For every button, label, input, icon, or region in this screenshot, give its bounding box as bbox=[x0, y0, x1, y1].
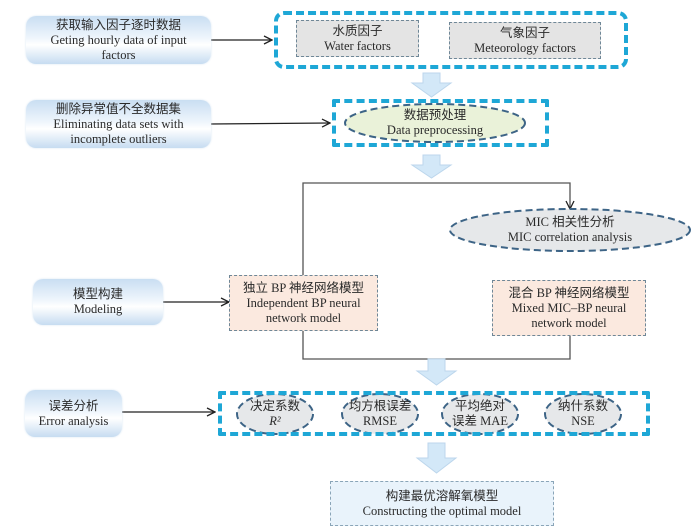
block-arrow-1 bbox=[410, 72, 453, 98]
model-mixed-mic-bp: 混合 BP 神经网络模型 Mixed MIC–BP neural network… bbox=[492, 280, 646, 336]
metric-r2-zh: 决定系数 bbox=[249, 399, 300, 413]
metric-rmse-en: RMSE bbox=[362, 414, 398, 428]
model-mixed-mic-bp-en: Mixed MIC–BP neural network model bbox=[511, 300, 627, 330]
step-get-data: 获取输入因子逐时数据 Geting hourly data of input f… bbox=[26, 16, 211, 64]
metric-nse: 纳什系数 NSE bbox=[548, 398, 618, 430]
step-clean-data-en: Eliminating data sets with incomplete ou… bbox=[53, 116, 184, 146]
factor-water: 水质因子 Water factors bbox=[296, 20, 419, 57]
step-get-data-en: Geting hourly data of input factors bbox=[50, 32, 187, 62]
metric-rmse-zh: 均方根误差 bbox=[348, 399, 412, 413]
metric-rmse: 均方根误差 RMSE bbox=[342, 398, 418, 430]
metric-mae: 平均绝对 误差 MAE bbox=[445, 398, 515, 430]
step-error-analysis-en: Error analysis bbox=[38, 413, 109, 428]
step-error-analysis: 误差分析 Error analysis bbox=[25, 390, 122, 437]
factor-water-zh: 水质因子 bbox=[332, 23, 383, 38]
metric-nse-en: NSE bbox=[571, 414, 595, 428]
model-independent-bp-en: Independent BP neural network model bbox=[246, 295, 361, 325]
metric-r2: 决定系数 R² bbox=[240, 398, 310, 430]
arrow-step2 bbox=[209, 123, 330, 124]
metric-nse-zh: 纳什系数 bbox=[557, 399, 608, 413]
step-modeling: 模型构建 Modeling bbox=[33, 279, 163, 325]
preprocess-container bbox=[332, 99, 549, 147]
mic-label: MIC 相关性分析 MIC correlation analysis bbox=[460, 210, 680, 250]
model-independent-bp-zh: 独立 BP 神经网络模型 bbox=[242, 280, 365, 295]
preprocess-zh: 数据预处理 bbox=[403, 108, 467, 122]
factor-meteorology-en: Meteorology factors bbox=[474, 40, 576, 55]
step-clean-data-zh: 删除异常值不全数据集 bbox=[55, 101, 181, 116]
mic-en: MIC correlation analysis bbox=[507, 230, 633, 244]
mic-ellipse bbox=[449, 208, 691, 252]
step-get-data-zh: 获取输入因子逐时数据 bbox=[55, 17, 181, 32]
block-arrow-2 bbox=[410, 154, 453, 179]
step-clean-data: 删除异常值不全数据集 Eliminating data sets with in… bbox=[26, 100, 211, 148]
input-factors-container bbox=[274, 11, 628, 69]
preprocess-en: Data preprocessing bbox=[386, 123, 484, 137]
final-en: Constructing the optimal model bbox=[362, 503, 522, 518]
metric-mae-en: 误差 MAE bbox=[452, 414, 508, 428]
step-error-analysis-zh: 误差分析 bbox=[48, 398, 99, 413]
block-arrow-3 bbox=[415, 358, 458, 386]
preprocess-ellipse bbox=[344, 103, 526, 143]
metric-r2-en: R² bbox=[269, 414, 281, 428]
model-independent-bp: 独立 BP 神经网络模型 Independent BP neural netwo… bbox=[229, 275, 378, 331]
metrics-container bbox=[218, 391, 650, 436]
final-zh: 构建最优溶解氧模型 bbox=[385, 488, 499, 503]
step-modeling-zh: 模型构建 bbox=[72, 287, 123, 301]
split-line bbox=[302, 182, 570, 275]
model-mixed-mic-bp-zh: 混合 BP 神经网络模型 bbox=[508, 285, 630, 300]
step-modeling-en: Modeling bbox=[73, 302, 123, 316]
factor-water-en: Water factors bbox=[324, 38, 391, 53]
mic-zh: MIC 相关性分析 bbox=[525, 215, 615, 229]
final-optimal-model: 构建最优溶解氧模型 Constructing the optimal model bbox=[330, 481, 554, 526]
preprocess-label: 数据预处理 Data preprocessing bbox=[345, 104, 525, 142]
block-arrow-4 bbox=[415, 442, 458, 474]
metric-mae-zh: 平均绝对 bbox=[454, 399, 505, 413]
factor-meteorology: 气象因子 Meteorology factors bbox=[449, 22, 601, 59]
factor-meteorology-zh: 气象因子 bbox=[499, 25, 550, 40]
